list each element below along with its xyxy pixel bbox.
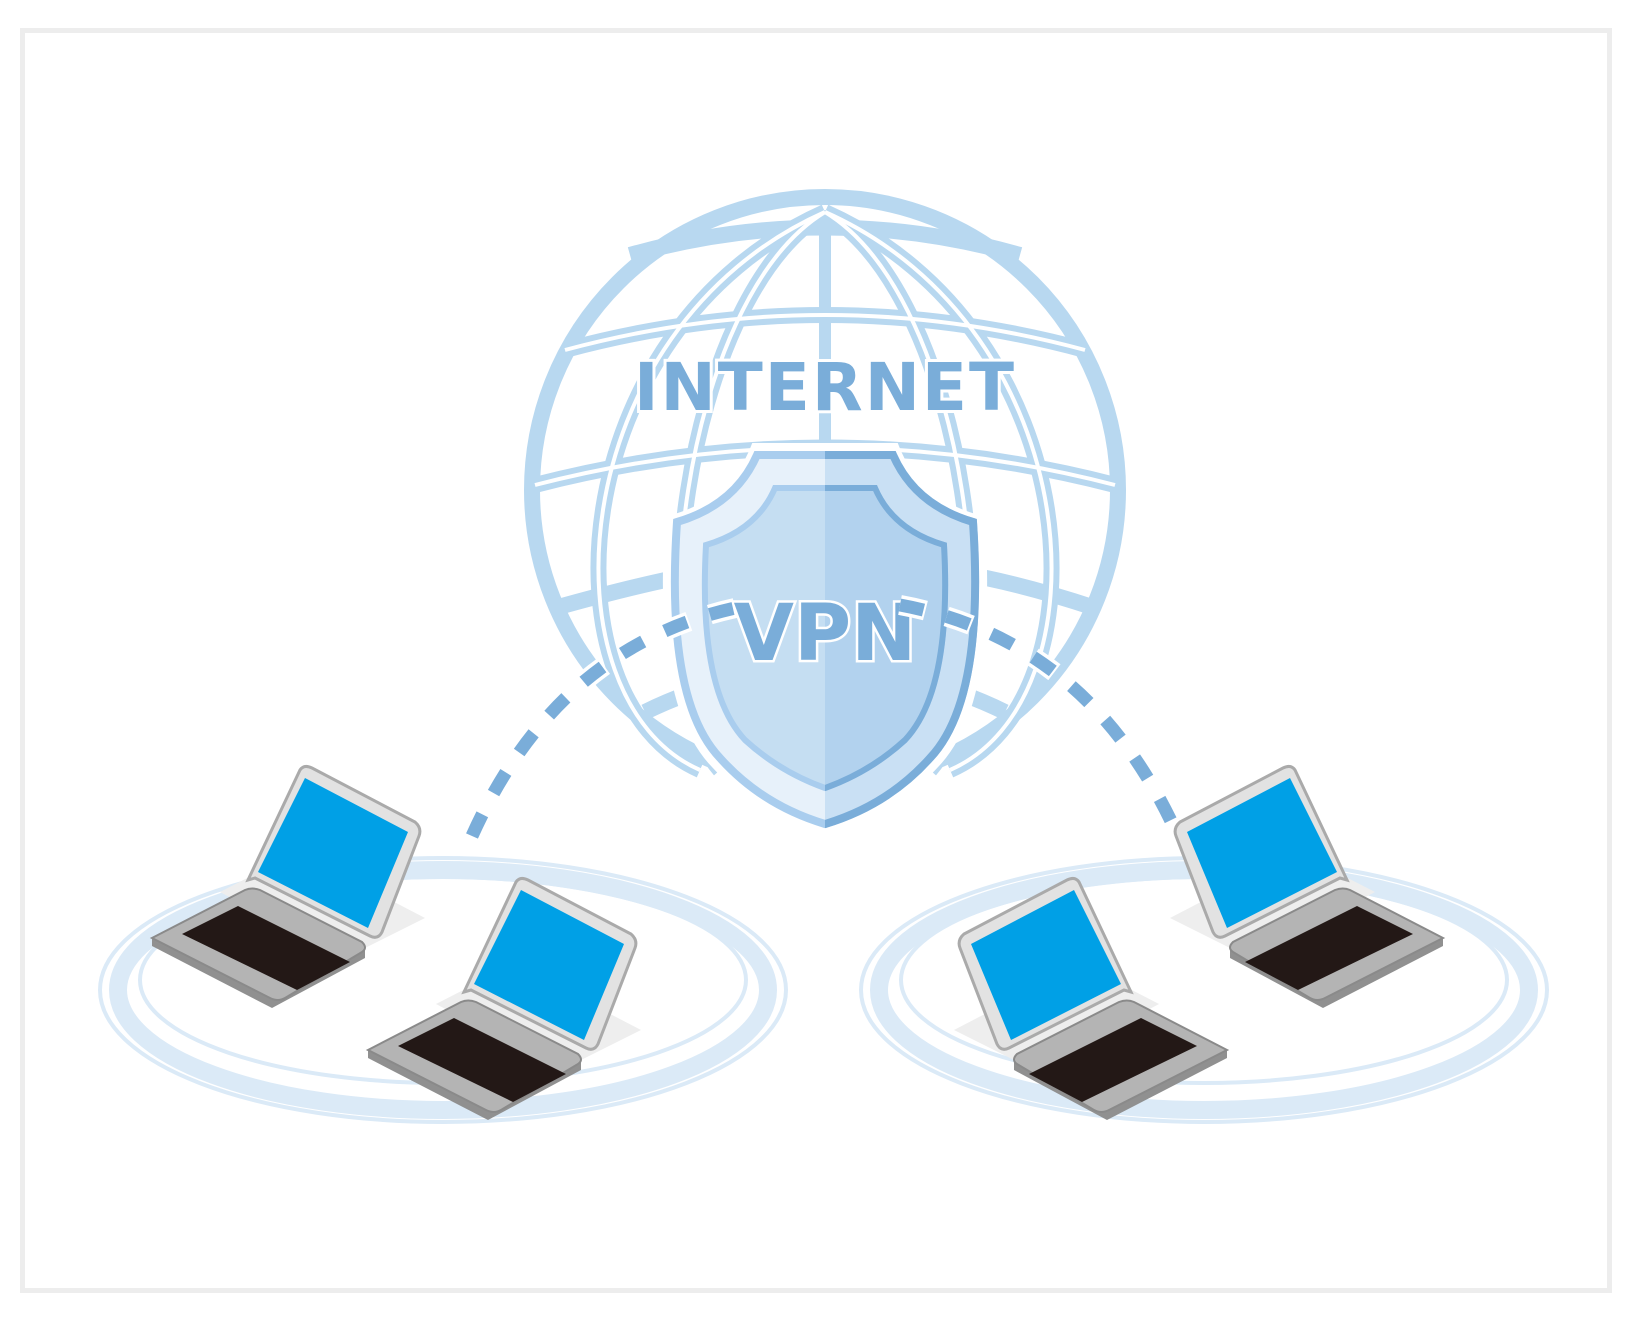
vpn-label: VPN (734, 589, 917, 679)
internet-label: INTERNET (634, 349, 1016, 426)
vpn-shield-icon (662, 443, 988, 838)
vpn-connection-right-dashes (898, 598, 1184, 839)
vpn-connection-left-dashes (466, 598, 752, 839)
laptop-icon (150, 764, 427, 1010)
left-network-ring (98, 856, 788, 1124)
